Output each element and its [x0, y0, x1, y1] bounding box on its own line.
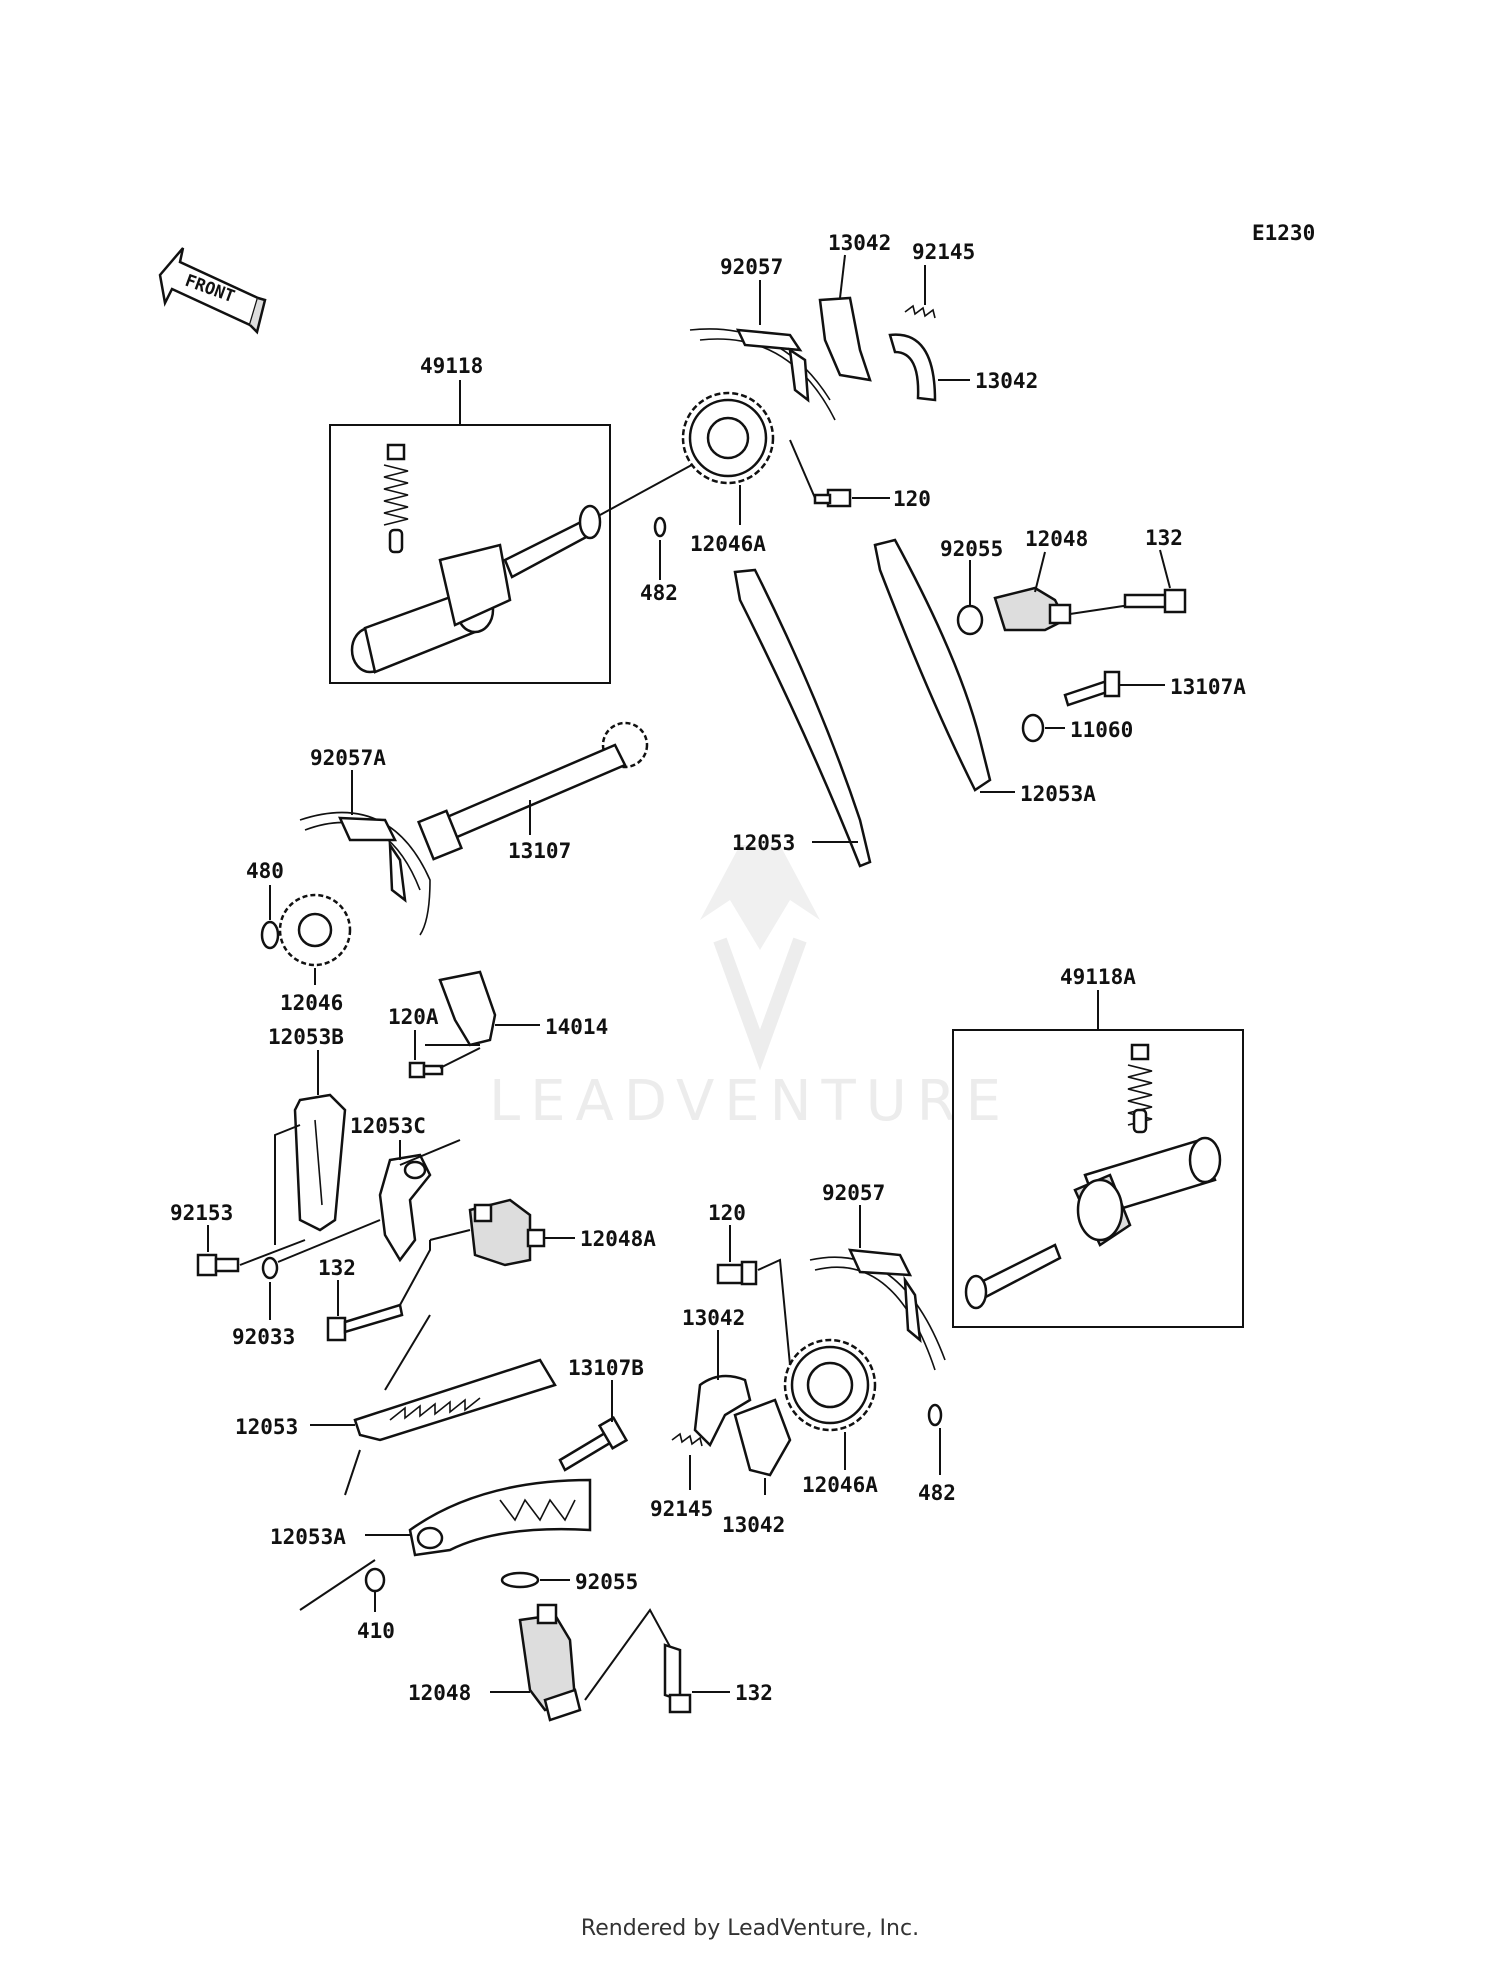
bolt-132-mid: [326, 1240, 431, 1342]
label-92145-bottom: 92145: [650, 1497, 713, 1521]
spring-92145-top: [904, 265, 936, 319]
watermark: LEADVENTURE: [489, 845, 1011, 1134]
guide-12053C: [378, 1140, 432, 1263]
label-132-bottom: 132: [735, 1681, 773, 1705]
label-132-top: 132: [1145, 526, 1183, 550]
label-92153: 92153: [170, 1201, 233, 1225]
label-12048-bottom: 12048: [408, 1681, 471, 1705]
circlip-482-top: [653, 516, 667, 580]
label-12048A: 12048A: [580, 1227, 656, 1251]
cam-chain-92057-bottom: [809, 1205, 946, 1371]
label-92055-bottom: 92055: [575, 1570, 638, 1594]
washer-11060: [1021, 713, 1065, 743]
pin-13107B: [558, 1380, 629, 1472]
cam-sprocket-12046A-bottom: [783, 1338, 877, 1470]
camshaft-assembly-49118A: [952, 990, 1244, 1328]
circlip-92033: [261, 1219, 381, 1320]
label-13042-bottom-2: 13042: [722, 1513, 785, 1537]
cam-sprocket-12046A-top: [681, 391, 775, 525]
bolt-132-top: [1123, 549, 1187, 614]
label-120-bottom: 120: [708, 1201, 746, 1225]
chain-guide-12053A-bottom: [299, 1478, 592, 1611]
circlip-482-bottom: [927, 1403, 943, 1475]
label-132-mid: 132: [318, 1256, 356, 1280]
label-13042-right: 13042: [975, 369, 1038, 393]
label-92057-top: 92057: [720, 255, 783, 279]
label-12046: 12046: [280, 991, 343, 1015]
label-480: 480: [246, 859, 284, 883]
bolt-120-bottom: [716, 1225, 791, 1366]
sprocket-12046: [278, 893, 352, 985]
shaft-13107: [416, 721, 649, 861]
watermark-text: LEADVENTURE: [489, 1069, 1011, 1134]
label-49118A: 49118A: [1060, 965, 1136, 989]
chain-guide-12053A-top: [873, 538, 1015, 793]
label-11060: 11060: [1070, 718, 1133, 742]
front-arrow-icon: FRONT: [158, 247, 267, 335]
bolt-120-top: [789, 439, 890, 508]
label-14014: 14014: [545, 1015, 608, 1039]
circlip-480: [260, 885, 280, 950]
label-12053A-bottom: 12053A: [270, 1525, 346, 1549]
label-92057-bottom: 92057: [822, 1181, 885, 1205]
label-12053-bottom: 12053: [235, 1415, 298, 1439]
chain-guide-12053-top: [733, 568, 872, 868]
label-12053-top: 12053: [732, 831, 795, 855]
label-13042-bottom-1: 13042: [682, 1306, 745, 1330]
bolt-120A: [408, 1030, 481, 1079]
label-92057A: 92057A: [310, 746, 386, 770]
decompressor-weight-13042-top: [818, 254, 970, 402]
tensioner-12048-top: [993, 551, 1131, 632]
guide-12053B: [293, 1050, 347, 1232]
label-13107B: 13107B: [568, 1356, 644, 1380]
label-92145-top: 92145: [912, 240, 975, 264]
label-120A: 120A: [388, 1005, 439, 1029]
label-13042-top: 13042: [828, 231, 891, 255]
spring-92145-bottom: [671, 1432, 703, 1490]
o-ring-92055-top: [956, 560, 984, 636]
label-12053B: 12053B: [268, 1025, 344, 1049]
label-13107: 13107: [508, 839, 571, 863]
o-ring-92055-bottom: [500, 1571, 570, 1589]
label-92033: 92033: [232, 1325, 295, 1349]
label-12048-top: 12048: [1025, 527, 1088, 551]
cam-chain-92057-top: [689, 280, 836, 421]
plate-14014: [425, 970, 540, 1047]
label-410: 410: [357, 1619, 395, 1643]
label-120-top: 120: [893, 487, 931, 511]
diagram-code: E1230: [1252, 221, 1315, 245]
camshaft-assembly-49118: [329, 380, 711, 684]
label-482-top: 482: [640, 581, 678, 605]
label-12053C: 12053C: [350, 1114, 426, 1138]
label-482-bottom: 482: [918, 1481, 956, 1505]
label-12046A-bottom: 12046A: [802, 1473, 878, 1497]
pin-13107A: [1063, 670, 1165, 707]
chain-guide-12053-bottom: [310, 1314, 557, 1496]
decompressor-weight-13042-bottom: [693, 1330, 792, 1495]
cam-chain-92057A: [299, 770, 431, 936]
tensioner-12048-bottom: [490, 1603, 681, 1722]
washer-410: [364, 1567, 386, 1612]
label-12046A-top: 12046A: [690, 532, 766, 556]
label-49118: 49118: [420, 354, 483, 378]
bolt-92153: [196, 1124, 306, 1277]
tensioner-12048A: [399, 1139, 575, 1267]
label-13107A: 13107A: [1170, 675, 1246, 699]
bolt-132-bottom: [663, 1643, 730, 1714]
label-92055-top: 92055: [940, 537, 1003, 561]
label-12053A-top: 12053A: [1020, 782, 1096, 806]
part-labels: 92057 13042 92145 13042 49118 120 482 12…: [170, 231, 1246, 1705]
footer-credit: Rendered by LeadVenture, Inc.: [580, 1916, 920, 1941]
